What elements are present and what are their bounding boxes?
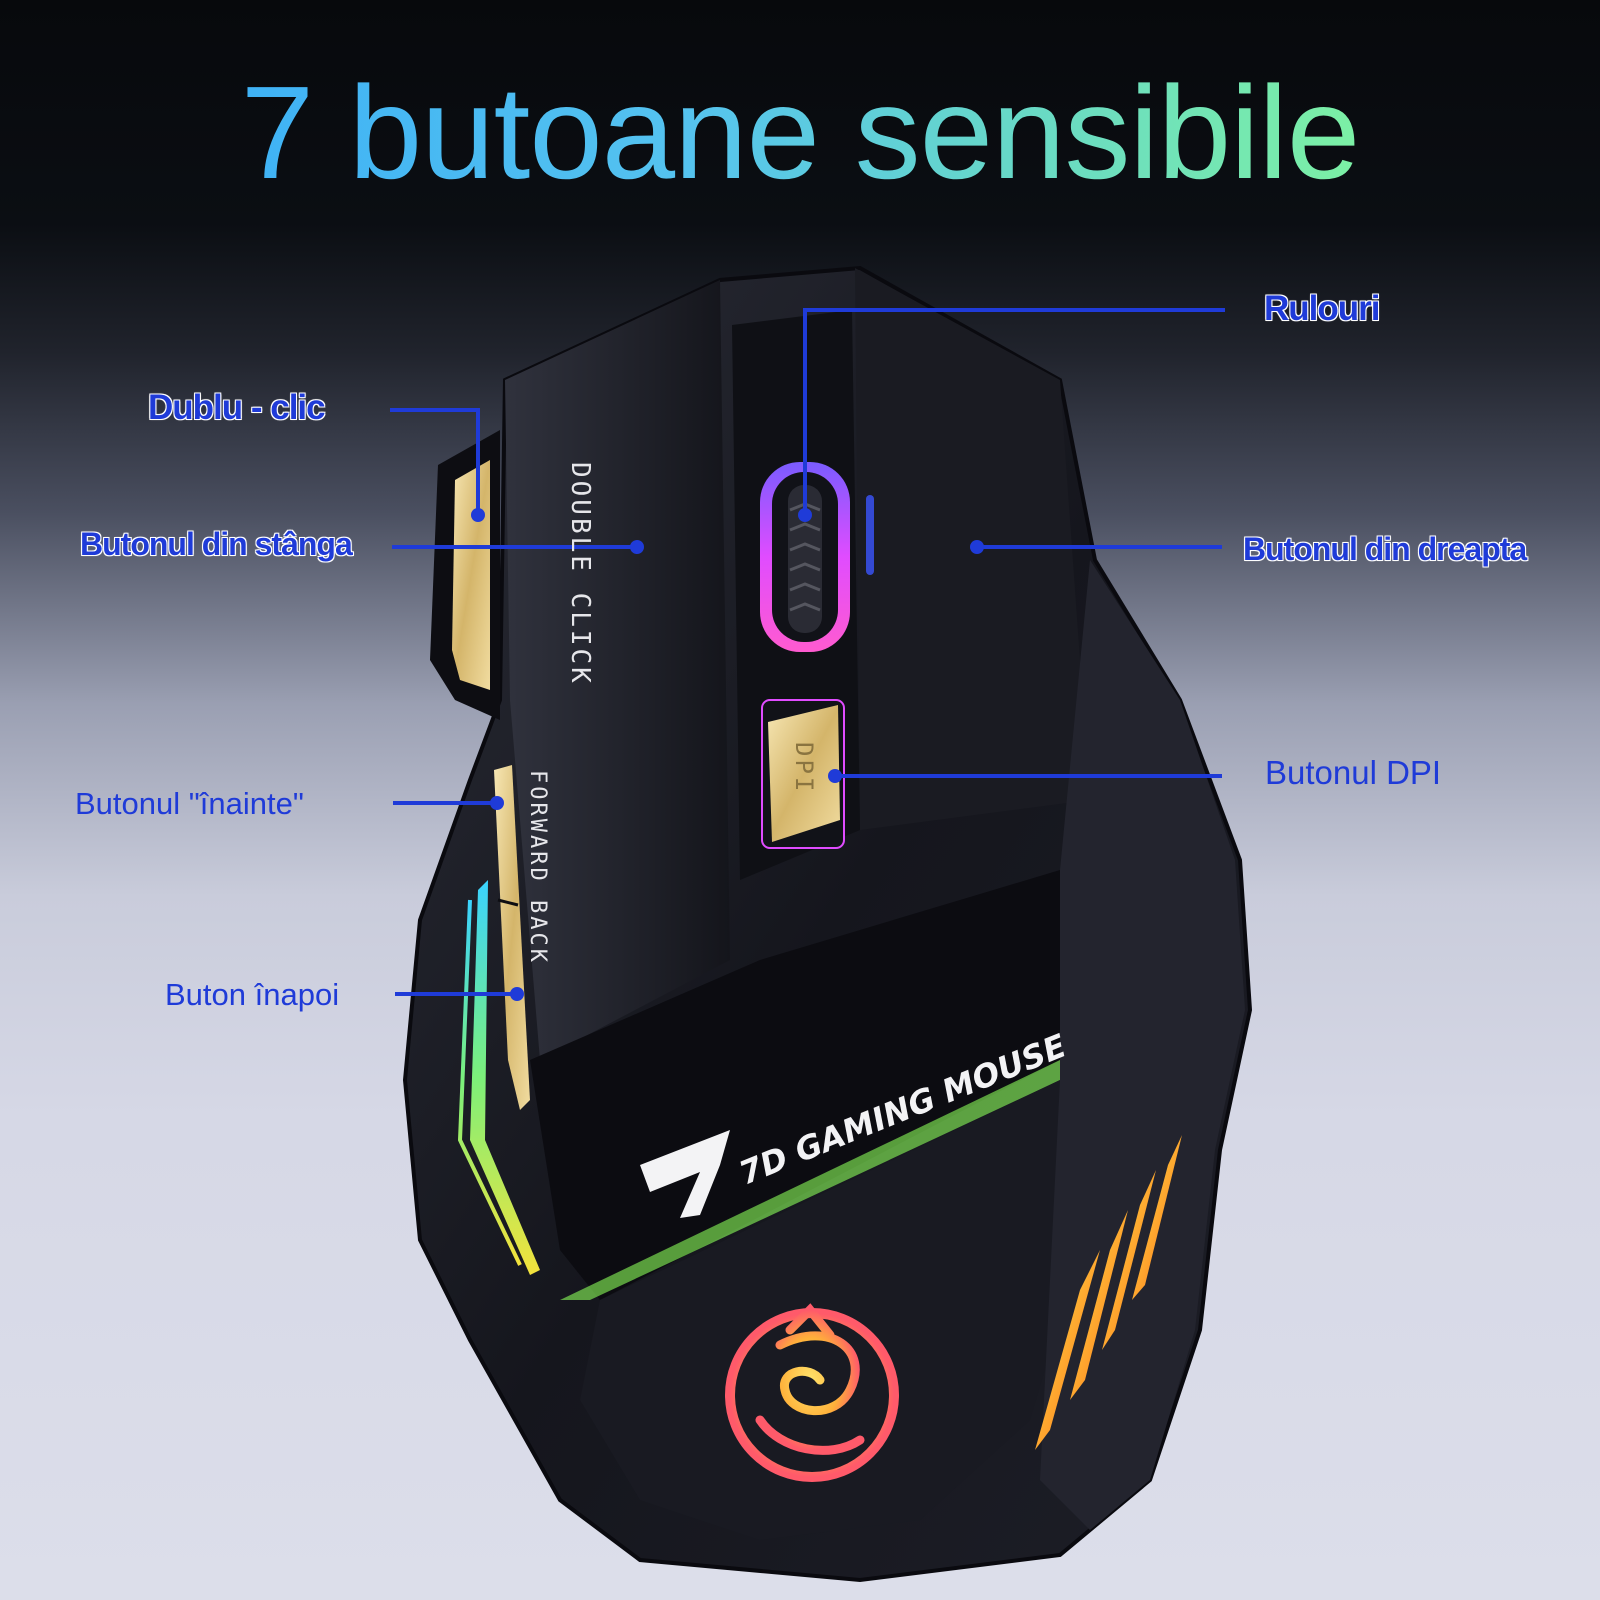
- scroll-wheel[interactable]: [760, 462, 874, 652]
- callout-left-button: Butonul din stânga: [80, 526, 353, 562]
- dragon-emblem-icon: [725, 1303, 899, 1482]
- callout-double-click: Dublu - clic: [148, 388, 326, 427]
- dpi-button[interactable]: [761, 699, 845, 849]
- callout-right-button: Butonul din dreapta: [1243, 531, 1527, 567]
- callout-dots: [471, 508, 984, 1001]
- callout-lines: [390, 308, 1225, 996]
- forward-back-buttons[interactable]: [494, 765, 530, 1110]
- forward-back-print: FORWARD BACK: [525, 770, 550, 965]
- headline-text: 7 butoane sensibile: [240, 59, 1361, 206]
- left-button-panel: [505, 280, 730, 1060]
- callout-forward-button: Butonul "înainte": [75, 786, 304, 821]
- right-grip: [1040, 560, 1245, 1530]
- callout-back-button: Buton înapoi: [165, 977, 340, 1012]
- double-click-button[interactable]: [430, 430, 500, 720]
- left-rgb-lights: [457, 880, 540, 1275]
- callout-dpi-button: Butonul DPI: [1265, 754, 1442, 791]
- right-rgb-lights: [1035, 1135, 1182, 1450]
- dpi-print: DPI: [790, 742, 818, 795]
- double-click-print: DOUBLE CLICK: [565, 462, 595, 686]
- callout-scroll-wheel: Rulouri: [1264, 289, 1380, 328]
- headline: 7 butoane sensibile: [0, 60, 1600, 205]
- palm-panel: [530, 870, 1060, 1300]
